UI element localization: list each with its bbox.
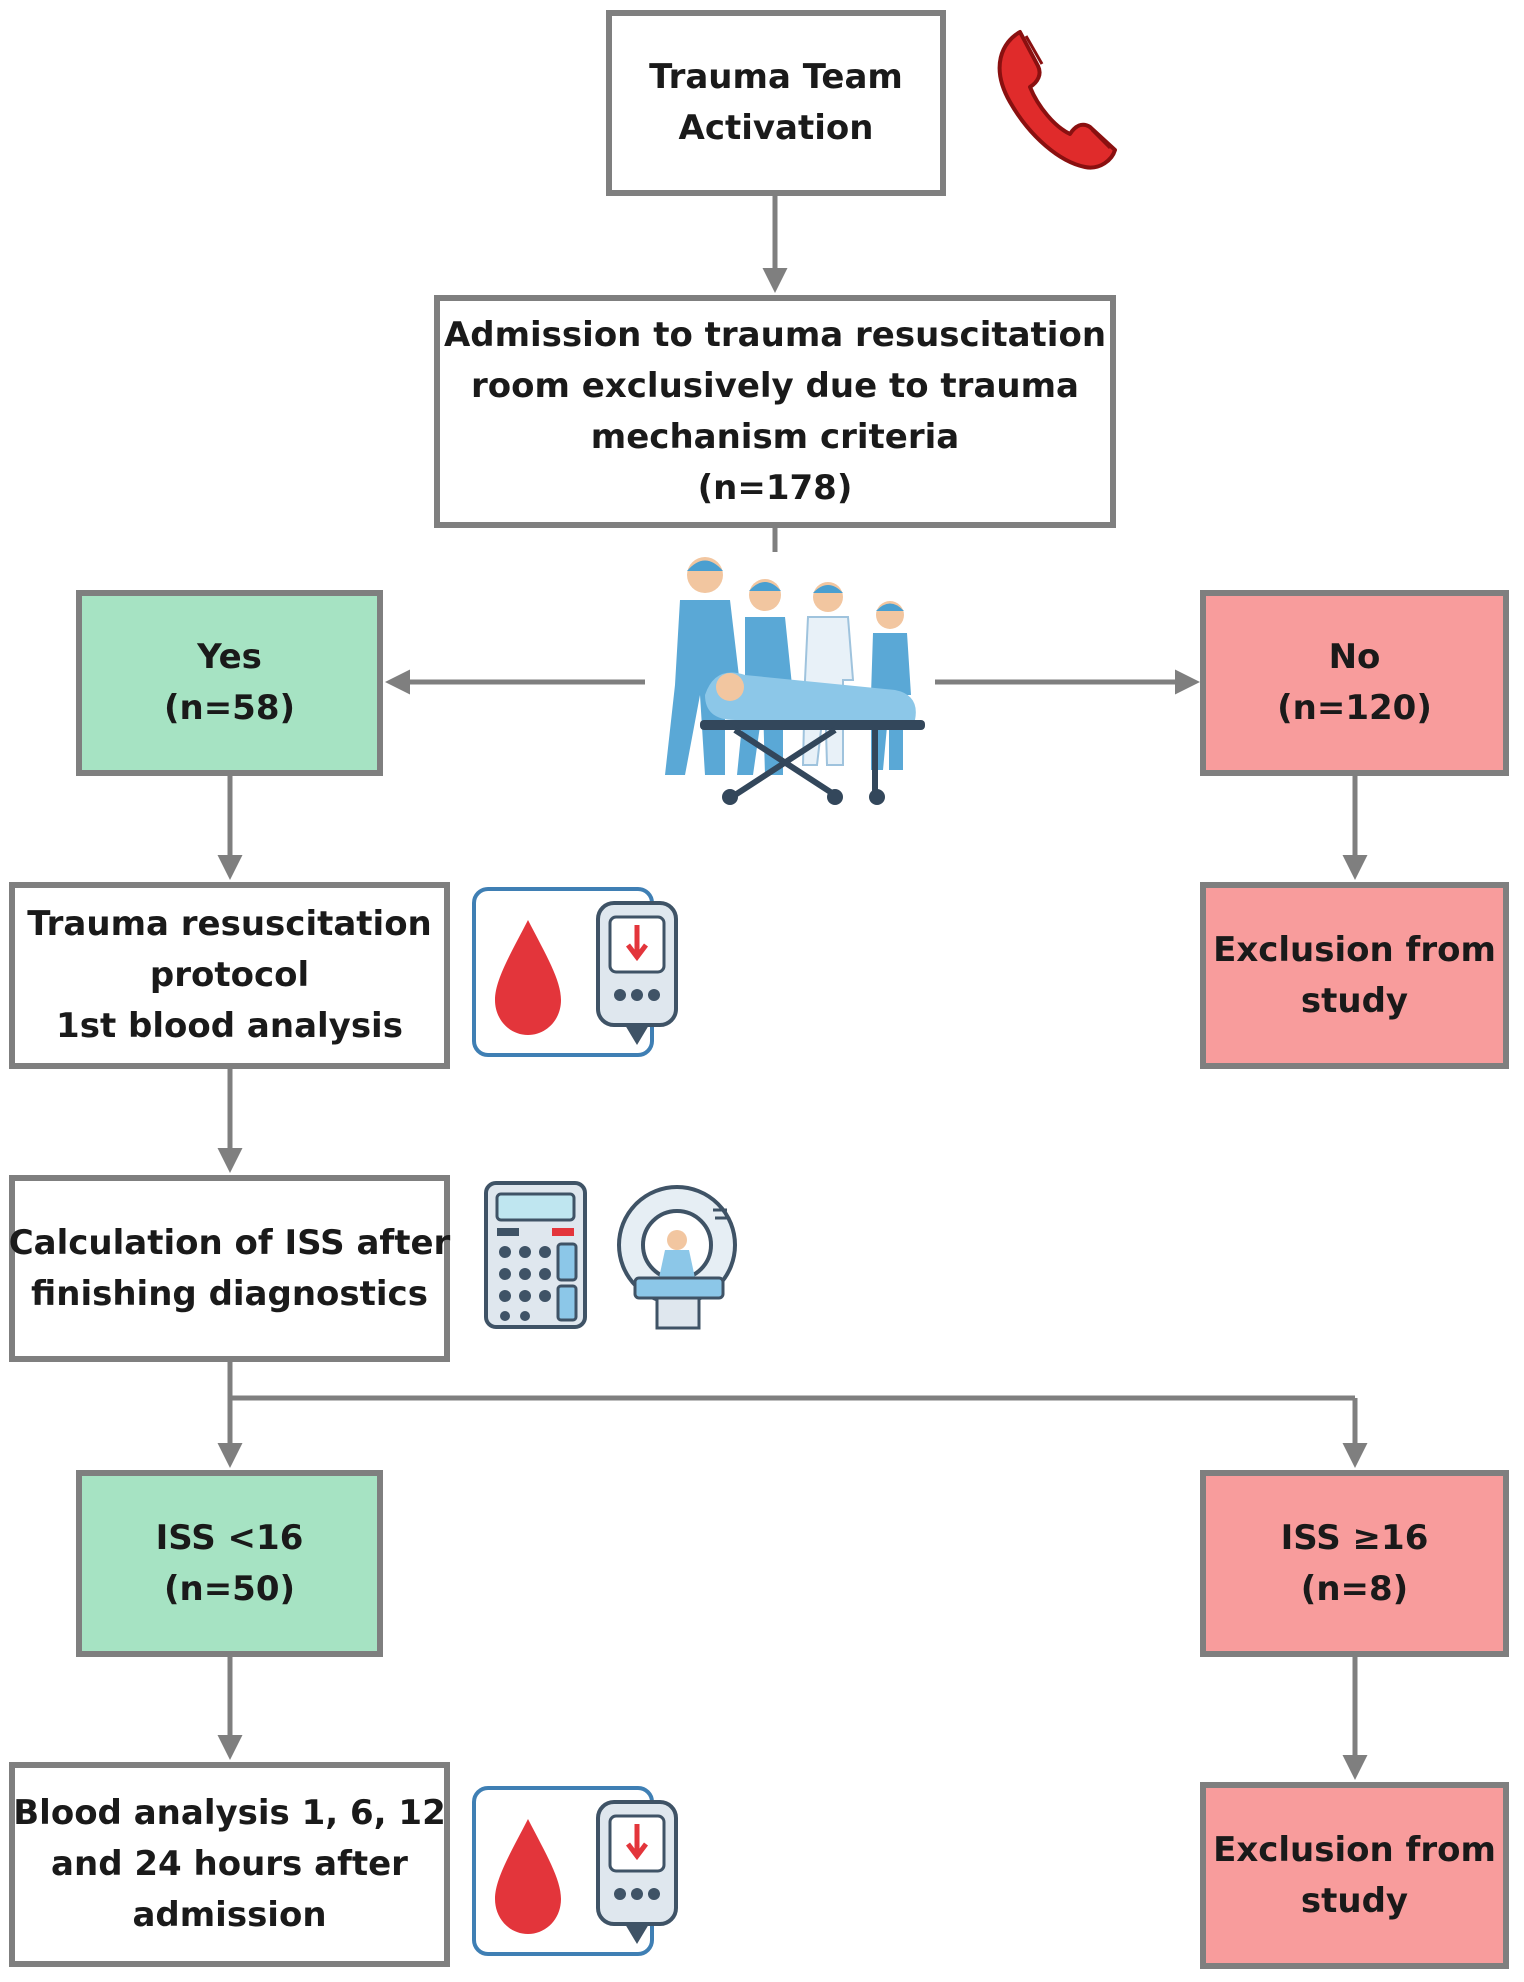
node-text-line: (n=8) [1300, 1568, 1409, 1609]
node-text-line: ISS ≥16 [1280, 1517, 1429, 1558]
node-text-line: study [1300, 1880, 1409, 1921]
node-yes: Yes (n=58) [76, 590, 383, 776]
node-text-line: (n=120) [1277, 688, 1432, 728]
node-text-line: Trauma Team [649, 57, 903, 97]
node-text-line: study [1300, 980, 1409, 1021]
node-text-line: (n=58) [163, 688, 296, 728]
node-text-line: No [1328, 637, 1381, 677]
node-iss-low: ISS <16 (n=50) [76, 1470, 383, 1657]
node-iss-calculation: Calculation of ISS after finishing diagno… [9, 1175, 450, 1362]
node-text-line: Activation [678, 108, 874, 148]
node-text-line: (n=50) [163, 1568, 296, 1609]
node-no: No (n=120) [1200, 590, 1509, 776]
node-iss-high: ISS ≥16 (n=8) [1200, 1470, 1509, 1657]
node-admission: Admission to trauma resuscitation room ex… [434, 295, 1116, 528]
blood-drop-glucometer-icon [472, 887, 678, 1057]
medical-team-stretcher-icon [665, 557, 925, 805]
node-text-line: ISS <16 [155, 1517, 304, 1558]
node-text-line: (n=178) [697, 467, 853, 508]
node-exclusion-1: Exclusion from study [1200, 882, 1509, 1069]
node-text-line: Yes [197, 637, 262, 677]
node-text-line: Calculation of ISS after [8, 1222, 451, 1263]
node-text-line: mechanism criteria [590, 416, 960, 457]
node-text-line: finishing diagnostics [31, 1273, 428, 1314]
node-text-line: 1st blood analysis [56, 1006, 403, 1046]
ct-scanner-icon [617, 1185, 737, 1330]
node-text-line: Exclusion from [1213, 929, 1496, 970]
phone-icon [997, 30, 1117, 170]
node-text-line: Exclusion from [1213, 1829, 1496, 1870]
node-text-line: Blood analysis 1, 6, 12 [13, 1793, 446, 1833]
node-exclusion-2: Exclusion from study [1200, 1782, 1509, 1969]
node-text-line: protocol [149, 955, 310, 995]
node-text-line: Admission to trauma resuscitation [443, 314, 1107, 355]
calculator-icon [484, 1181, 587, 1329]
node-text-line: admission [132, 1895, 327, 1935]
node-text-line: Trauma resuscitation [27, 904, 432, 944]
node-protocol: Trauma resuscitation protocol 1st blood an… [9, 882, 450, 1069]
node-text-line: and 24 hours after [51, 1844, 408, 1884]
node-blood-series: Blood analysis 1, 6, 12 and 24 hours afte… [9, 1762, 450, 1967]
blood-drop-glucometer-icon [472, 1786, 678, 1956]
node-text-line: room exclusively due to trauma [471, 365, 1079, 406]
